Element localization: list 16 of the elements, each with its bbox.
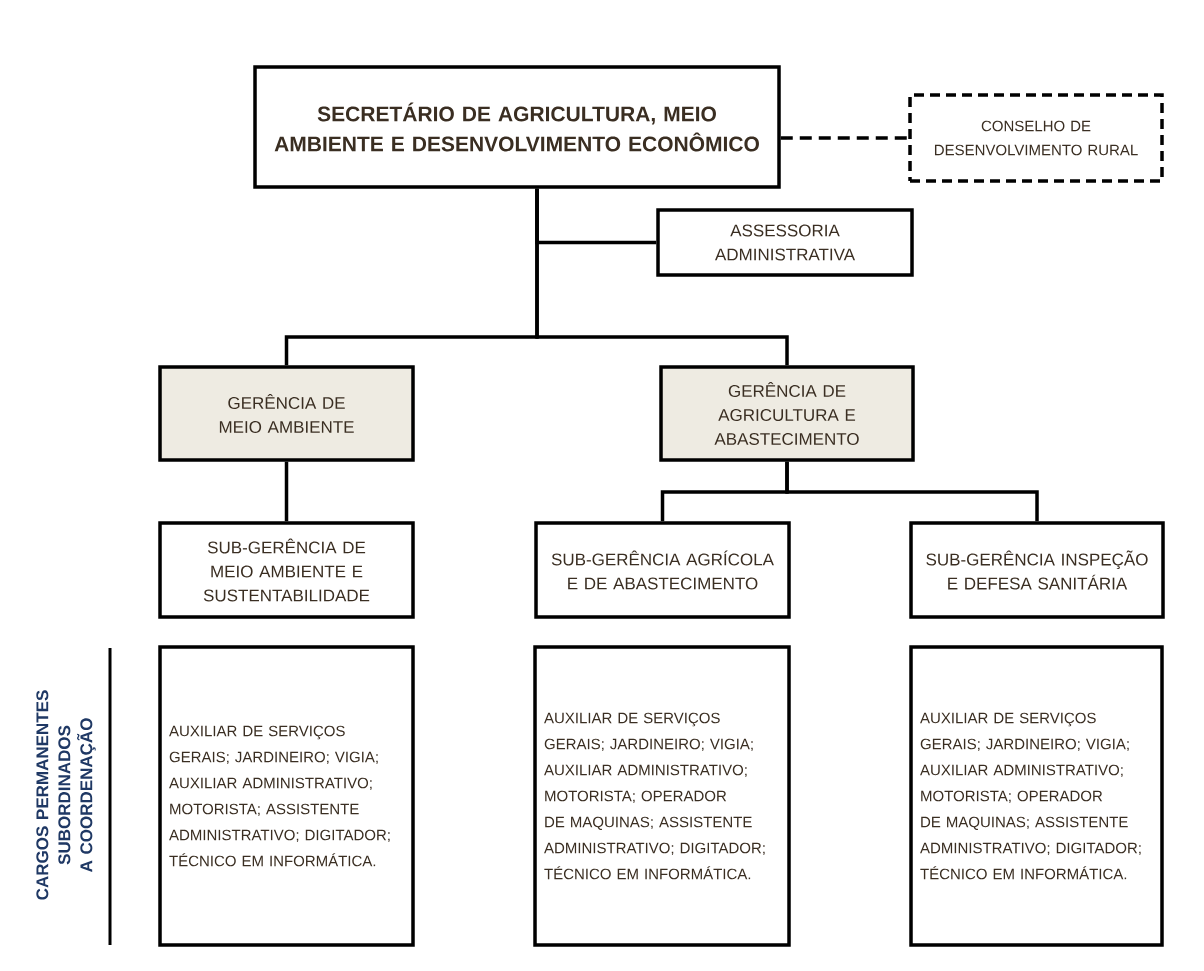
org-box: SUB-GERÊNCIA INSPEÇÃO E DEFESA SANITÁRIA bbox=[909, 521, 1165, 619]
management-box: GERÊNCIA DE MEIO AMBIENTE bbox=[158, 365, 415, 462]
connector-line bbox=[780, 136, 909, 140]
connector-line bbox=[785, 461, 1039, 522]
org-box: SECRETÁRIO DE AGRICULTURA, MEIO AMBIENTE E DESENVOLVIMENTO ECONÔMICO bbox=[253, 65, 781, 189]
management-box: GERÊNCIA DE AGRICULTURA E ABASTECIMENTO bbox=[659, 365, 915, 462]
connector-line bbox=[535, 188, 789, 366]
staff-list-box: AUXILIAR DE SERVIÇOS GERAIS; JARDINEIRO; VIGIA; AUXILIAR ADMINISTRATIVO; MOTORISTA; OPERADOR DE MAQUINAS; ASSISTENTE ADMINISTRATIVO; DIGITADOR; TÉCNICO EM INFORMÁTICA. bbox=[533, 645, 791, 947]
org-box: ASSESSORIA ADMINISTRATIVA bbox=[656, 208, 914, 277]
side-label: CARGOS PERMANENTES SUBORDINADOS A COORDENAÇÃO bbox=[36, 690, 96, 900]
org-box: SUB-GERÊNCIA DE MEIO AMBIENTE E SUSTENTABILIDADE bbox=[158, 521, 415, 619]
staff-list-box: AUXILIAR DE SERVIÇOS GERAIS; JARDINEIRO; VIGIA; AUXILIAR ADMINISTRATIVO; MOTORISTA; ASSISTENTE ADMINISTRATIVO; DIGITADOR; TÉCNICO EM INFORMÁTICA. bbox=[158, 645, 415, 947]
staff-list-box: AUXILIAR DE SERVIÇOS GERAIS; JARDINEIRO; VIGIA; AUXILIAR ADMINISTRATIVO; MOTORISTA; OPERADOR DE MAQUINAS; ASSISTENTE ADMINISTRATIVO; DIGITADOR; TÉCNICO EM INFORMÁTICA. bbox=[909, 645, 1164, 947]
org-box: SUB-GERÊNCIA AGRÍCOLA E DE ABASTECIMENTO bbox=[534, 521, 791, 619]
council-box: CONSELHO DE DESENVOLVIMENTO RURAL bbox=[908, 93, 1164, 183]
connector-line bbox=[284, 461, 289, 522]
